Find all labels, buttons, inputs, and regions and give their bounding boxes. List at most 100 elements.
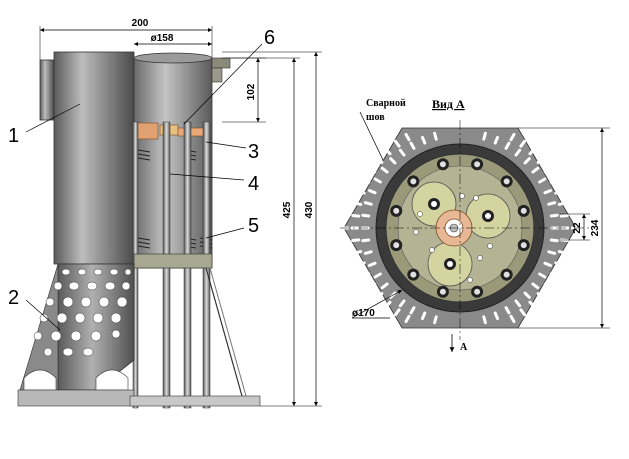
callout-6: 6 [183, 27, 275, 125]
top-flange-lip [211, 67, 223, 83]
slot [373, 177, 382, 184]
slot [361, 238, 371, 243]
slot [368, 167, 377, 174]
dim-height-a: 425 [230, 57, 300, 406]
slot [554, 261, 563, 267]
slot [389, 157, 397, 165]
slot [555, 167, 564, 174]
slot [433, 315, 438, 325]
slot [519, 308, 526, 317]
slot [384, 300, 392, 309]
left-flange [39, 59, 55, 121]
rod-heads [428, 198, 494, 270]
slot [375, 292, 384, 299]
slot [547, 250, 557, 255]
slot [350, 272, 360, 278]
slot [504, 141, 511, 150]
callout-2-label: 2 [8, 287, 19, 309]
slot [394, 308, 401, 317]
bolt-ring [390, 158, 530, 298]
slot [531, 166, 540, 174]
slot [549, 213, 559, 218]
section-arrow: А [449, 334, 468, 353]
dim-diameter-label: ø170 [352, 308, 375, 319]
outer-cylinder [53, 51, 135, 265]
slot [379, 309, 387, 318]
section-label: А [460, 342, 468, 353]
slot [493, 135, 500, 145]
slot [543, 282, 552, 289]
slot [353, 250, 363, 255]
slot [543, 261, 553, 268]
slot [361, 272, 371, 278]
dim-offset: 22 [560, 213, 590, 241]
slot [528, 147, 536, 156]
slot [409, 141, 416, 150]
slot [353, 201, 363, 206]
dim-top-height-label: 102 [246, 83, 257, 100]
slot [565, 190, 574, 195]
slot [404, 132, 411, 142]
slot [356, 282, 365, 289]
callout-5-label: 5 [248, 215, 259, 237]
slot [373, 272, 382, 279]
bolt [390, 239, 403, 252]
pin-holes [413, 193, 493, 283]
slot [549, 272, 559, 278]
slot [433, 131, 438, 141]
base-ring [17, 389, 135, 407]
slot [346, 190, 355, 195]
slot [380, 166, 389, 174]
slot [398, 299, 406, 308]
slot [363, 201, 373, 206]
slot [569, 214, 579, 218]
weld-leader [359, 111, 385, 163]
support-leg [205, 267, 243, 397]
slot [389, 317, 396, 325]
slot [379, 138, 387, 147]
weld-label-line1: Сварной [366, 98, 406, 109]
slot [538, 177, 547, 184]
slot [568, 249, 577, 255]
bottom-plate [133, 253, 213, 269]
callout-4-label: 4 [248, 173, 259, 195]
slot [341, 238, 351, 242]
slot [509, 132, 516, 142]
slot [357, 261, 366, 267]
slot [514, 148, 522, 157]
slot [555, 282, 564, 289]
slot [523, 157, 531, 165]
slot [363, 157, 371, 164]
view-title: Вид А [432, 97, 465, 111]
slot [363, 250, 373, 255]
top-flange [211, 57, 231, 69]
bolt [517, 239, 530, 252]
bolt [517, 204, 530, 217]
slot [493, 311, 500, 321]
bolt [471, 285, 484, 298]
slot [368, 282, 377, 289]
slot [543, 188, 553, 195]
inner-cylinder [133, 57, 213, 269]
slot [560, 178, 570, 184]
bolt [407, 175, 420, 188]
slot [514, 299, 522, 308]
slot [357, 189, 366, 195]
support-leg-shade [209, 267, 247, 397]
dim-height-a-label: 425 [282, 201, 293, 218]
slot [482, 315, 487, 325]
slot [375, 157, 384, 164]
slot [560, 272, 570, 278]
dim-top-height-label: 234 [590, 219, 601, 236]
base-plate [129, 395, 261, 407]
slot [398, 148, 406, 157]
callout-3: 3 [205, 141, 259, 163]
slot [533, 309, 541, 318]
slot [547, 201, 557, 206]
slot [531, 282, 540, 290]
weld-label-line2: шов [366, 112, 385, 123]
slot [343, 201, 352, 207]
slot [541, 147, 550, 155]
slot [543, 167, 552, 174]
